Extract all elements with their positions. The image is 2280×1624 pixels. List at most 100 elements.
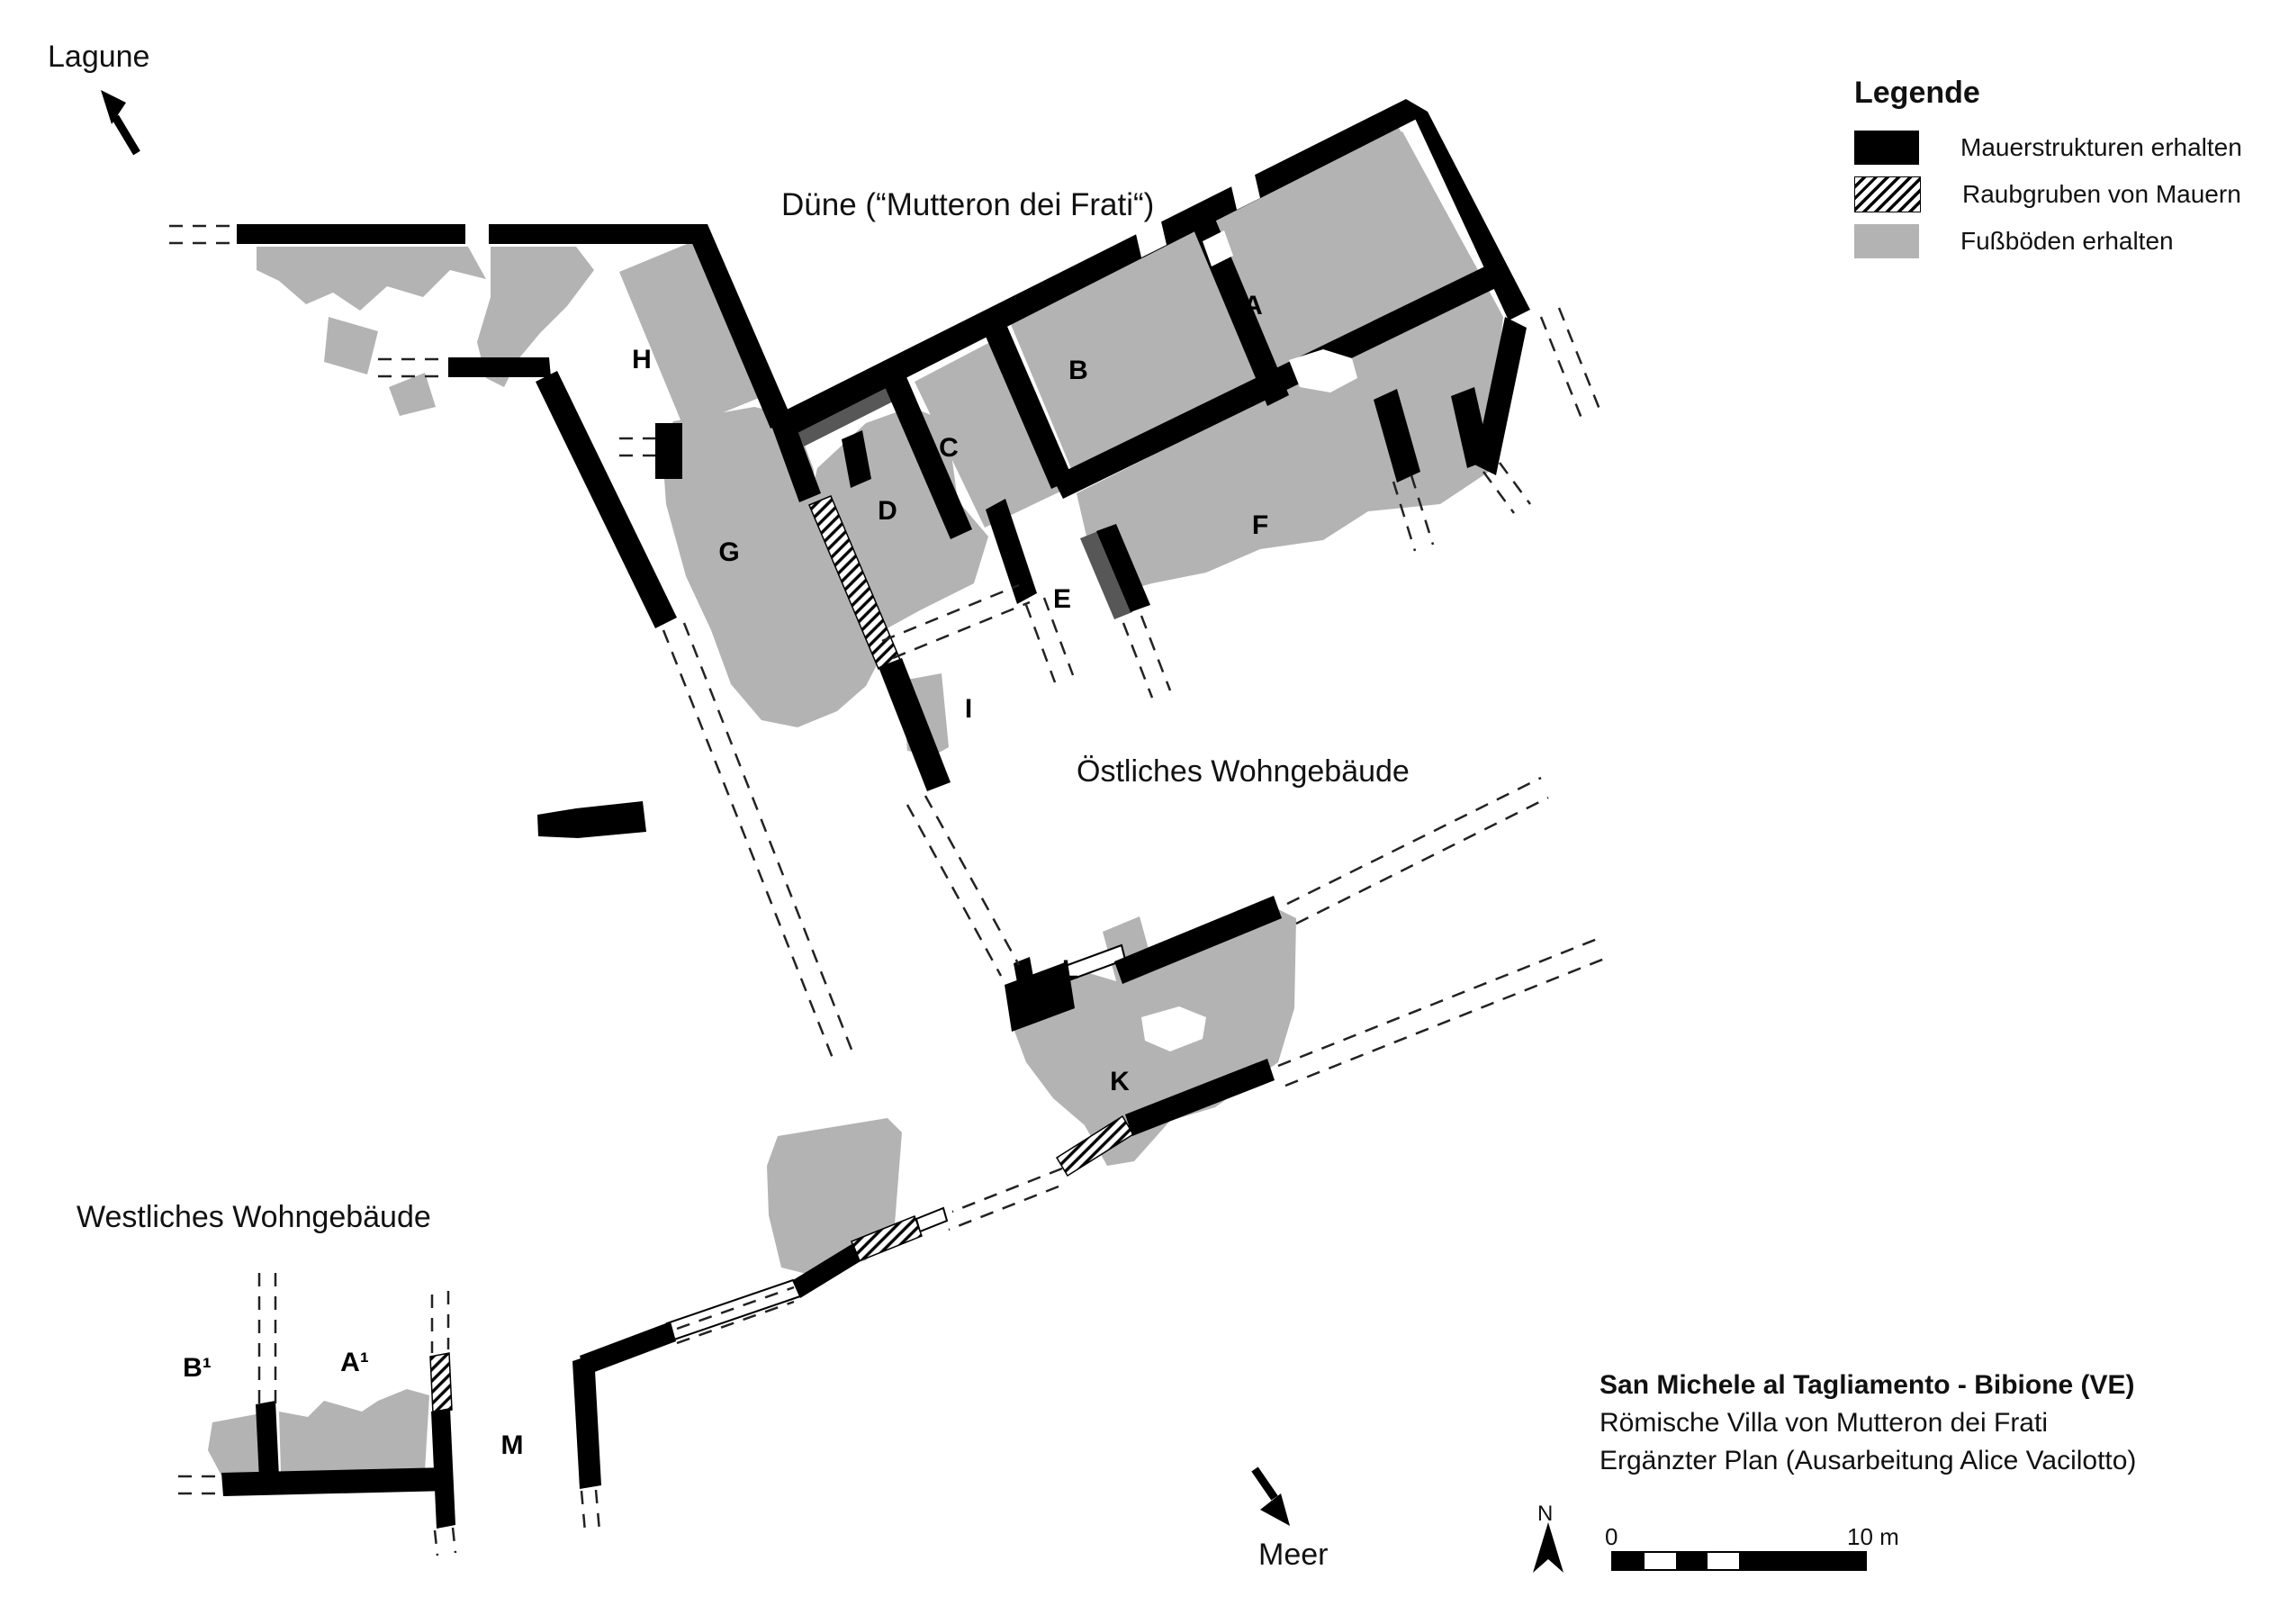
projected-wall-dashed-line (662, 629, 837, 1066)
legend-item-robber-trenches: Raubgruben von Mauern (1854, 176, 2242, 212)
solid-wall-swatch-icon (1854, 131, 1919, 165)
room-label-E: E (1052, 584, 1072, 614)
preserved-wall (1125, 1059, 1275, 1136)
room-label-A: A (1243, 291, 1263, 320)
projected-wall-dashed-line (924, 795, 1021, 966)
preserved-wall (986, 499, 1037, 604)
preserved-wall (793, 1243, 861, 1298)
lagune-arrow-icon (101, 90, 126, 124)
projected-wall-dashed-line (682, 622, 857, 1060)
projected-wall-dashed-line (1557, 307, 1604, 417)
preserved-wall (781, 99, 1417, 436)
room-label-B1: B¹ (183, 1353, 212, 1383)
room-label-D: D (878, 496, 897, 526)
projected-wall-dashed-line (676, 1300, 795, 1345)
projected-wall-dashed-line (1482, 471, 1516, 514)
legend-item-floors: Fußböden erhalten (1854, 224, 2242, 258)
title-block: San Michele al Tagliamento - Bibione (VE… (1600, 1367, 2136, 1480)
preserved-floor (324, 317, 378, 374)
room-label-C: C (939, 433, 959, 463)
preserved-floor (257, 247, 486, 311)
room-label-K: K (1110, 1067, 1130, 1096)
projected-wall-dashed-line (1498, 462, 1532, 505)
scale-bar-segment (1676, 1553, 1708, 1569)
projected-wall-dashed-line (948, 1185, 1059, 1232)
preserved-wall (655, 423, 682, 479)
door-gap (1231, 175, 1260, 210)
preserved-wall (981, 316, 1073, 489)
oestliches-wohngebaeude-label: Östliches Wohngebäude (1077, 754, 1410, 789)
lagune-arrow-icon-shaft (112, 114, 140, 156)
preserved-wall (536, 371, 677, 628)
preserved-wall (1014, 957, 1035, 992)
projected-wall-dashed-line (892, 600, 1031, 660)
projected-wall-dashed-line (594, 1489, 601, 1532)
door-gap (1289, 349, 1357, 392)
door-gap (1203, 230, 1233, 266)
room-label-L: L (1061, 955, 1079, 985)
meer-arrow-icon (1260, 1493, 1290, 1526)
projected-wall-dashed-line (1140, 615, 1172, 691)
floor-swatch-icon (1854, 224, 1919, 258)
lagune-label: Lagune (48, 40, 150, 74)
projected-wall-dashed-line (1295, 796, 1549, 925)
projection-lines-layer (169, 224, 1612, 1556)
preserved-wall (771, 416, 821, 502)
wall-shadow-band (1080, 531, 1132, 619)
legend: Legende Mauerstrukturen erhalten Raubgru… (1854, 76, 2242, 271)
reconstructed-wall-outline (915, 1206, 949, 1233)
walls-layer (221, 99, 1530, 1529)
scale-bar-segment (1645, 1553, 1676, 1569)
floors-layer (208, 128, 1503, 1475)
preserved-wall (1114, 896, 1282, 984)
preserved-floor (915, 342, 1060, 528)
preserved-floor (389, 373, 436, 416)
preserved-floor (477, 247, 594, 387)
dark-wall-bands-layer (797, 378, 1132, 619)
scale-ten-label: 10 m (1847, 1523, 1899, 1550)
preserved-wall (431, 1408, 455, 1529)
legend-item-label: Fußböden erhalten (1960, 227, 2174, 255)
projected-wall-dashed-line (433, 1529, 439, 1556)
scale-bar-segment (1708, 1553, 1739, 1569)
preserved-floor (619, 239, 763, 429)
preserved-wall (256, 1401, 279, 1480)
preserved-wall (880, 366, 972, 539)
projected-wall-dashed-line (451, 1527, 457, 1554)
preserved-wall (1052, 261, 1507, 499)
plan-title: San Michele al Tagliamento - Bibione (VE… (1600, 1370, 2135, 1400)
preserved-wall (221, 1467, 450, 1496)
preserved-wall (580, 1322, 676, 1376)
arrows-layer (101, 90, 1564, 1573)
preserved-wall (489, 224, 700, 244)
room-label-A1: A¹ (340, 1348, 369, 1377)
room-label-F: F (1251, 510, 1269, 540)
scale-bar-segment (1739, 1553, 1865, 1569)
room-label-B: B (1068, 356, 1088, 385)
preserved-wall (1451, 387, 1491, 468)
preserved-wall (237, 224, 465, 244)
preserved-wall (1406, 99, 1530, 320)
preserved-wall (684, 224, 792, 429)
room-label-M: M (500, 1430, 524, 1460)
projected-wall-dashed-line (580, 1490, 587, 1533)
projected-wall-dashed-line (1286, 776, 1542, 906)
robber-trench-wall (429, 1352, 453, 1414)
preserved-wall (1474, 317, 1527, 475)
westliches-wohngebaeude-label: Westliches Wohngebäude (77, 1200, 431, 1234)
legend-title: Legende (1854, 76, 1980, 110)
legend-item-label: Mauerstrukturen erhalten (1960, 133, 2242, 161)
duene-label: Düne (“Mutteron dei Frati“) (781, 187, 1155, 222)
door-gap (1141, 1006, 1206, 1051)
room-label-G: G (718, 537, 740, 567)
preserved-wall (537, 801, 646, 838)
preserved-wall (842, 430, 871, 488)
projected-wall-dashed-line (1122, 622, 1154, 699)
preserved-floor (279, 1389, 429, 1475)
plan-credit: Ergänzter Plan (Ausarbeitung Alice Vacil… (1600, 1446, 2137, 1475)
north-letter: N (1537, 1502, 1554, 1526)
preserved-wall (1374, 389, 1420, 483)
projected-wall-dashed-line (1277, 934, 1605, 1068)
door-gaps-layer (1136, 175, 1357, 1051)
